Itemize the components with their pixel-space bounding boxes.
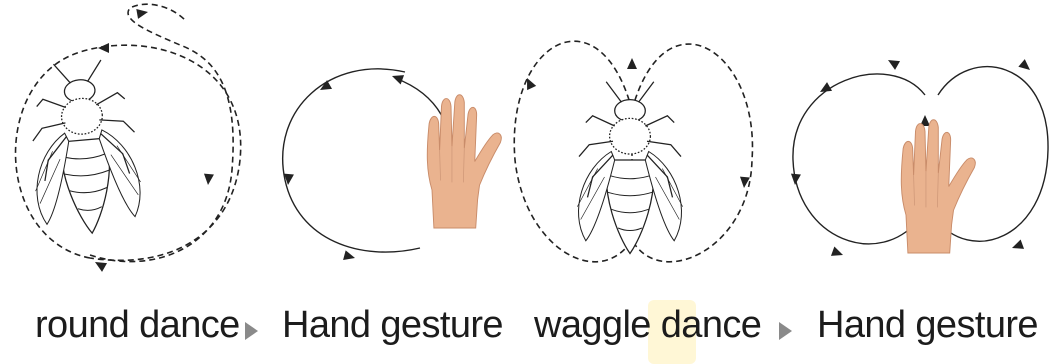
play-triangle-icon	[245, 322, 258, 340]
bee-icon	[25, 58, 145, 238]
waggle-gesture-diagram	[790, 56, 1048, 260]
round-dance-diagram	[16, 4, 241, 272]
bee-icon	[577, 82, 682, 254]
play-triangle-icon	[779, 322, 792, 340]
caption-hand-gesture-2: Hand gesture	[817, 306, 1038, 344]
hand-icon	[427, 95, 501, 228]
caption-waggle-dance: waggle dance	[534, 306, 761, 344]
waggle-dance-diagram	[514, 41, 752, 262]
caption-round-dance: round dance	[35, 306, 240, 344]
caption-hand-gesture-1: Hand gesture	[282, 306, 503, 344]
round-gesture-diagram	[283, 69, 502, 263]
hand-icon	[901, 120, 975, 253]
